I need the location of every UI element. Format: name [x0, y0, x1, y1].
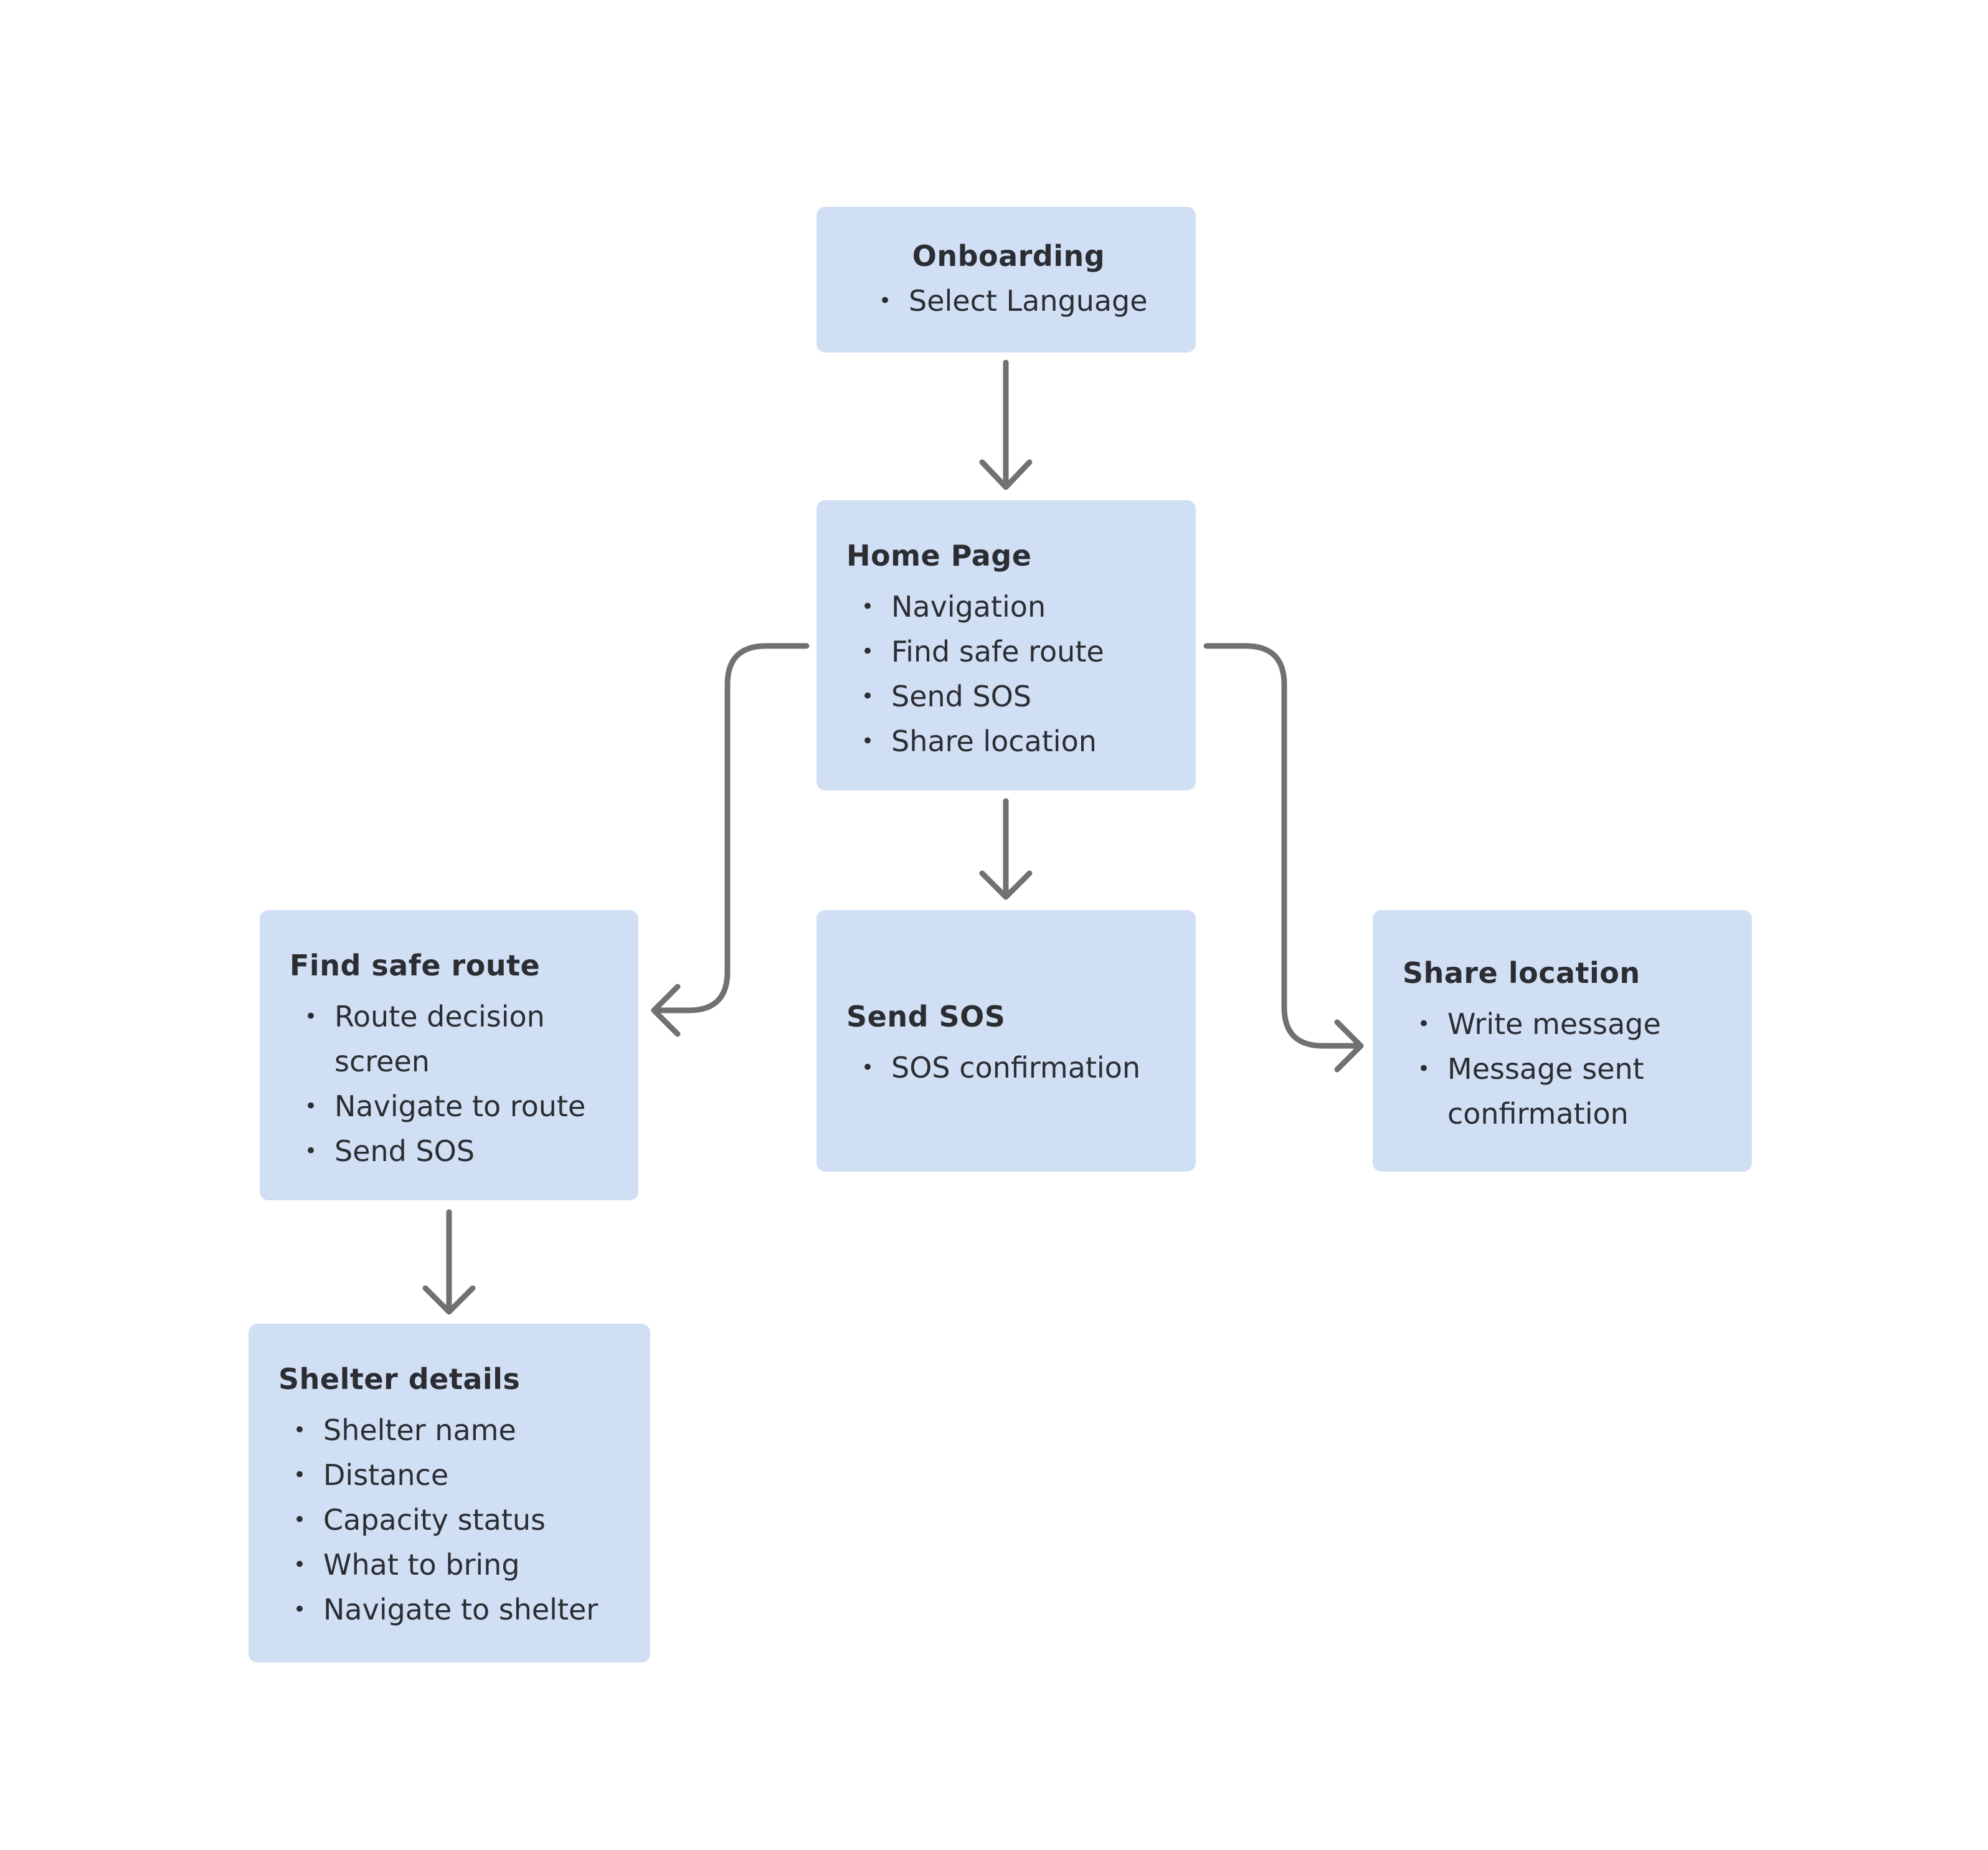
list-item: Capacity status: [293, 1497, 625, 1542]
node-items: Select Language: [846, 278, 1171, 323]
list-item: Send SOS: [305, 1129, 613, 1174]
list-item: SOS confirmation: [861, 1045, 1171, 1090]
node-share-location: Share location Write message Message sen…: [1373, 910, 1752, 1172]
list-item: Share location: [861, 719, 1171, 764]
arrow-onboarding-to-home: [979, 359, 1033, 490]
arrow-route-to-shelter: [422, 1209, 476, 1315]
list-item: Send SOS: [861, 674, 1171, 719]
node-find-safe-route: Find safe route Route decision screen Na…: [260, 910, 638, 1200]
node-home-page: Home Page Navigation Find safe route Sen…: [817, 500, 1196, 790]
list-item: Find safe route: [861, 629, 1171, 674]
list-item: What to bring: [293, 1542, 625, 1587]
node-send-sos: Send SOS SOS confirmation: [817, 910, 1196, 1172]
node-items: Write message Message sent confirmation: [1403, 1002, 1727, 1136]
arrow-home-to-share: [1203, 643, 1364, 1073]
node-items: Route decision screen Navigate to route …: [290, 994, 613, 1174]
node-title: Onboarding: [912, 239, 1105, 273]
node-title: Find safe route: [290, 949, 541, 982]
arrow-home-to-route: [651, 643, 810, 1037]
list-item: Write message: [1418, 1002, 1727, 1046]
node-items: SOS confirmation: [846, 1045, 1171, 1090]
list-item: Route decision screen: [305, 994, 613, 1084]
node-title: Share location: [1403, 956, 1640, 990]
node-items: Navigation Find safe route Send SOS Shar…: [846, 584, 1171, 764]
node-onboarding: Onboarding Select Language: [817, 207, 1196, 353]
list-item: Navigate to route: [305, 1084, 613, 1129]
list-item: Navigation: [861, 584, 1171, 629]
node-shelter-details: Shelter details Shelter name Distance Ca…: [249, 1324, 650, 1663]
list-item: Select Language: [879, 278, 1171, 323]
node-title: Home Page: [846, 539, 1032, 572]
node-title: Send SOS: [846, 1000, 1006, 1033]
list-item: Message sent confirmation: [1418, 1046, 1727, 1136]
arrow-home-to-sos: [979, 798, 1033, 900]
node-title: Shelter details: [278, 1362, 521, 1396]
list-item: Distance: [293, 1453, 625, 1497]
list-item: Shelter name: [293, 1408, 625, 1453]
list-item: Navigate to shelter: [293, 1587, 625, 1632]
node-items: Shelter name Distance Capacity status Wh…: [278, 1408, 625, 1632]
